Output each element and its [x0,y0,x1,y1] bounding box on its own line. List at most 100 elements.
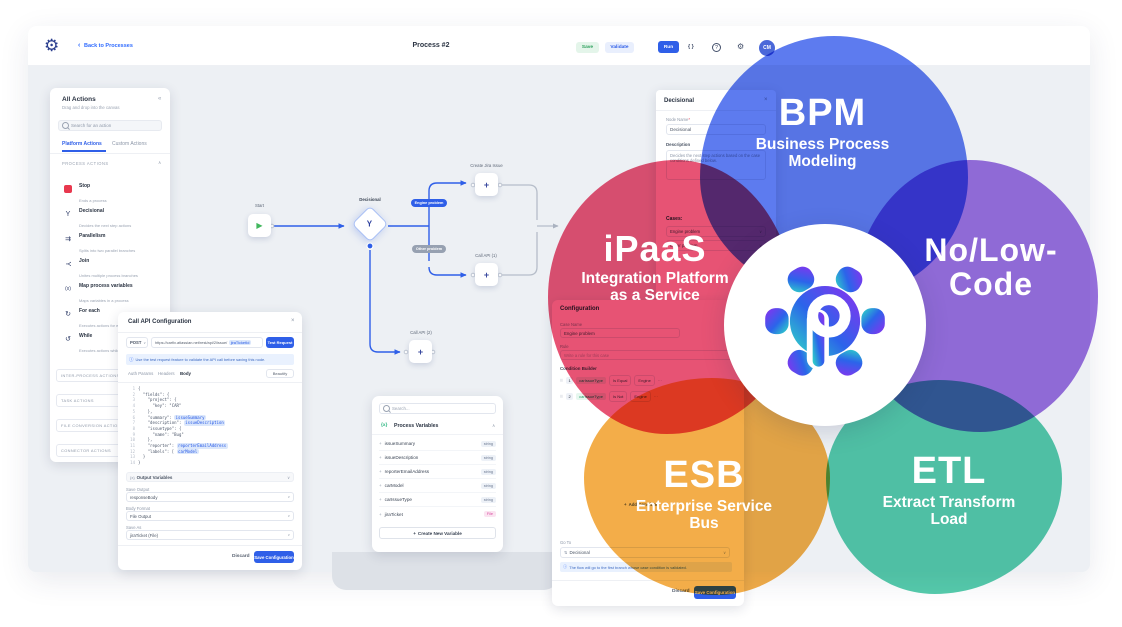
close-icon[interactable]: × [291,318,295,324]
variables-icon: {x} [381,423,388,428]
call-api-2-label: Call API (2) [410,330,432,335]
info-banner: ⓘ Use the test request feature to valida… [126,354,294,365]
monitor-stand [332,552,558,590]
divider [118,332,302,333]
method-select[interactable]: POST∨ [126,337,148,348]
test-request-button[interactable]: Test Request [266,337,294,348]
body-format-label: Body Format [126,506,150,511]
drag-handle-icon[interactable]: ⠿ [560,394,563,399]
tab-headers[interactable]: Headers [158,371,175,376]
app-logo-icon: ⚙ [44,36,60,55]
body-format-select[interactable]: File Output∨ [126,511,294,521]
drag-handle-icon[interactable]: ⠿ [560,378,563,383]
action-search-input[interactable]: Search for an action [58,120,162,131]
section-process-actions[interactable]: PROCESS ACTIONS [62,161,109,166]
join-icon: Y [64,261,72,267]
back-chevron-icon: ‹ [78,42,81,49]
validate-button[interactable]: Validate [605,42,634,53]
create-jira-node[interactable]: + [475,173,498,196]
tab-body[interactable]: Body [180,371,191,376]
save-as-label: Save As [126,525,142,530]
edge-label-engine[interactable]: Engine problem [411,199,447,207]
back-link[interactable]: Back to Processes [84,43,133,49]
tab-divider [50,153,170,154]
url-input[interactable]: https://carfix.atlassian.net/rest/api/2/… [151,337,263,348]
json-body-editor[interactable]: 1{ 2 "fields": { 3 "project": { 4 "key":… [130,386,228,466]
tab-custom-actions[interactable]: Custom Actions [112,141,147,147]
sidebar-subtitle: Drag and drop into the canvas [62,105,120,110]
decisional-icon: Y [65,210,71,218]
variables-search-input[interactable]: Search... [379,403,496,414]
modal-title: Call API Configuration [128,319,192,325]
description-label: Description [666,142,691,147]
save-output-label: Save Output [126,487,150,492]
search-icon [383,405,390,412]
divider [552,580,744,581]
for-each-icon: ↻ [65,311,71,318]
decisional-y-icon: Y [367,219,373,229]
call-api-1-node[interactable]: + [475,263,498,286]
chevron-up-icon[interactable]: ∧ [492,423,496,428]
code-braces-icon[interactable]: { } [688,44,694,50]
create-jira-label: Create Jira Issue [470,163,503,168]
edge-label-other[interactable]: Other problem [412,245,446,253]
info-icon: ⓘ [563,564,568,569]
sort-icon: ⇅ [564,550,568,555]
tab-auth-params[interactable]: Auth Params [128,371,154,376]
page-title: Process #2 [412,42,450,49]
start-node[interactable]: ▶ [248,214,271,237]
action-node-icon: + [483,179,490,190]
chevron-up-icon[interactable]: ∧ [158,160,162,165]
start-node-label: Start [254,203,265,208]
call-api-2-node[interactable]: + [409,340,432,363]
save-as-select[interactable]: jiraTicket (File)∨ [126,530,294,540]
beautify-button[interactable]: Beautify [266,369,294,378]
tab-underline [62,150,106,152]
decisional-node-label: Decisional [359,197,381,202]
play-icon: ▶ [256,221,263,230]
venn-label-nolowcode: No/Low- Code [924,232,1058,302]
while-icon: ↺ [65,336,71,343]
config-discard-button[interactable]: Discard [672,589,690,594]
save-output-select[interactable]: responseBody∨ [126,492,294,502]
save-button[interactable]: Save [576,42,599,53]
run-button[interactable]: Run [658,41,679,53]
tab-platform-actions[interactable]: Platform Actions [62,141,102,147]
search-icon [62,122,69,129]
output-variables-header[interactable]: {x} Output Variables ∨ [126,472,294,482]
modal-save-button[interactable]: Save Configuration [254,551,294,563]
flow-edges [269,180,559,355]
call-api-1-label: Call API (1) [475,253,497,258]
sidebar-title: All Actions [62,96,96,103]
divider [372,434,503,435]
topbar [28,26,1090,66]
gear-p-logo [765,261,885,381]
create-variable-button[interactable]: +Create New Variable [379,527,496,539]
modal-discard-button[interactable]: Discard [232,554,250,559]
divider [118,545,302,546]
plus-icon: + [413,530,416,536]
panel-title: Decisional [664,98,695,104]
sidebar-collapse-icon[interactable]: « [158,96,162,102]
call-api-modal: Call API Configuration × POST∨ https://c… [118,312,302,570]
settings-gear-icon[interactable]: ⚙ [737,42,745,51]
goto-label: Go To [560,540,572,545]
help-icon[interactable]: ? [712,43,721,52]
process-variables-panel: Search... {x} Process Variables ∧ +issue… [372,396,503,552]
